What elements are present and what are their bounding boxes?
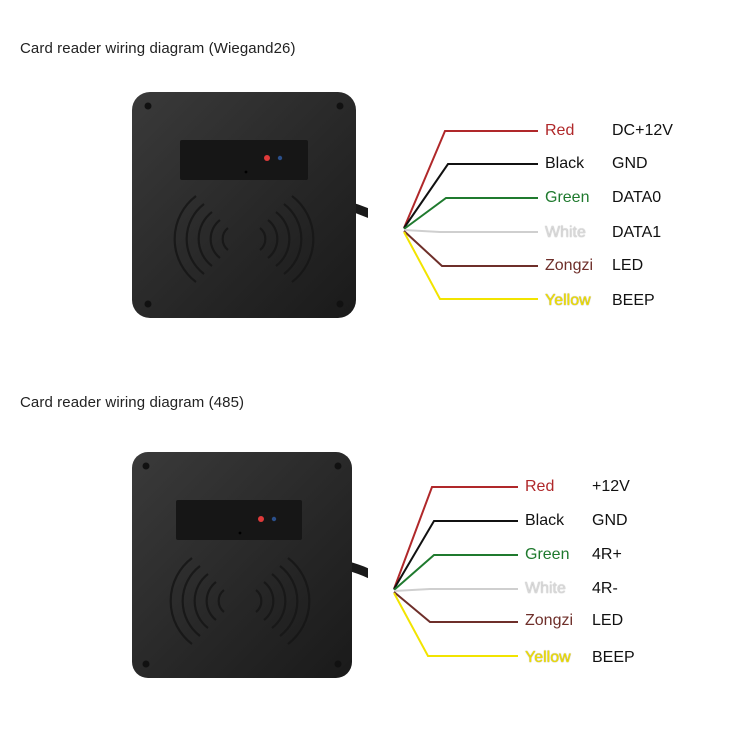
wire-label-zongzi: Zongzi [545,257,594,274]
wire-function-red: DC+12V [612,122,673,139]
card-reader-image [128,448,368,688]
wire-label-yellow: Yellow [545,292,591,309]
wire-black [403,163,538,229]
wire-label-green: Green [545,189,590,206]
wire-label-zongzi: Zongzi [525,612,574,629]
wire-red [393,486,518,590]
diagram-title: Card reader wiring diagram (Wiegand26) [20,40,296,57]
wire-function-black: GND [612,155,648,172]
wire-yellow [403,231,538,300]
diagram-title: Card reader wiring diagram (485) [20,394,245,411]
wire-zongzi [393,591,518,623]
wire-function-white: 4R- [592,580,618,597]
wire-label-black: Black [525,512,565,529]
wire-red [403,130,538,229]
wire-label-white: White [525,580,566,597]
wire-function-yellow: BEEP [592,649,635,666]
wire-label-red: Red [545,122,575,139]
wire-function-green: 4R+ [592,546,622,563]
wire-label-yellow: Yellow [525,649,571,666]
wire-label-green: Green [525,546,570,563]
wire-white [393,588,518,592]
wire-black [393,520,518,590]
wire-bundle [393,486,518,657]
wire-function-white: DATA1 [612,224,662,241]
rs485-diagram: Card reader wiring diagram (485) [0,375,750,750]
wire-function-zongzi: LED [592,612,624,629]
wire-green [393,554,518,591]
wire-function-zongzi: LED [612,257,644,274]
wire-function-yellow: BEEP [612,292,655,309]
wire-bundle [403,130,538,300]
card-reader-image [128,88,368,328]
wire-white [403,229,538,233]
wiegand26-diagram: Card reader wiring diagram (Wiegand26) [20,40,673,328]
wire-function-red: +12V [592,478,630,495]
wire-function-green: DATA0 [612,189,662,206]
wire-yellow [393,592,518,657]
wire-label-black: Black [545,155,585,172]
wire-function-black: GND [592,512,628,529]
wire-label-white: White [545,224,586,241]
wire-label-red: Red [525,478,555,495]
wire-zongzi [403,230,538,267]
wire-green [403,197,538,230]
